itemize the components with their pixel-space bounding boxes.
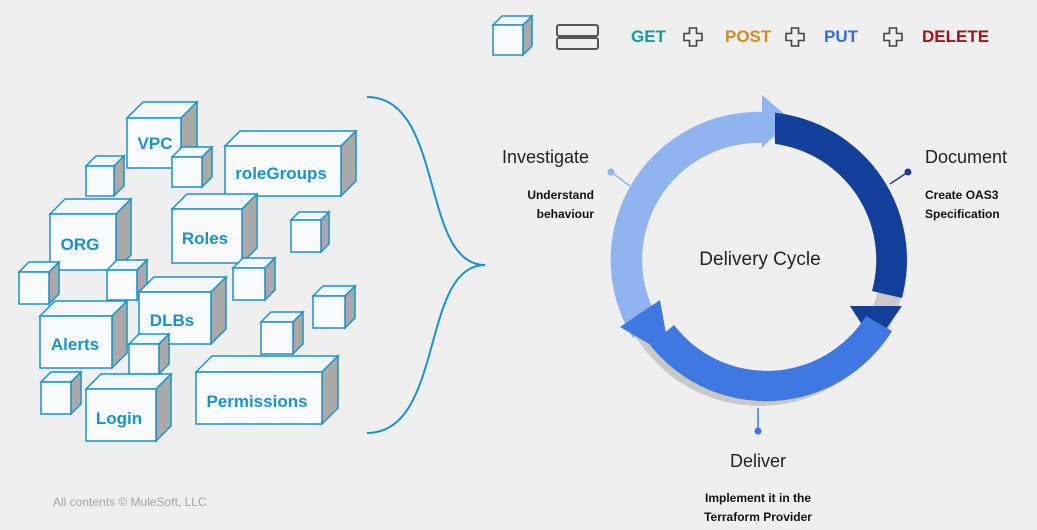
small-cube bbox=[17, 260, 61, 306]
small-cube bbox=[231, 256, 277, 302]
small-cube bbox=[289, 210, 331, 254]
cube-icon bbox=[491, 14, 534, 57]
resource-label-login: Login bbox=[95, 409, 143, 428]
stage-investigate-title: Investigate bbox=[502, 147, 590, 167]
resource-cube-login bbox=[84, 372, 173, 443]
method-get: GET bbox=[631, 27, 666, 46]
resource-cube-permissions bbox=[194, 354, 340, 426]
cube-icon bbox=[491, 14, 534, 57]
resource-label-alerts: Alerts bbox=[50, 335, 100, 354]
deliver-connector bbox=[754, 408, 762, 435]
delivery-cycle-ring bbox=[610, 95, 907, 406]
resource-label-rolegroups: roleGroups bbox=[235, 164, 327, 183]
small-cube bbox=[311, 284, 357, 330]
resource-label-roles: Roles bbox=[181, 229, 229, 248]
resource-cube-alerts bbox=[38, 299, 129, 370]
stage-document-desc-line: Create OAS3 bbox=[925, 188, 999, 202]
stage-deliver-desc-line: Implement it in the bbox=[704, 491, 811, 505]
small-cube bbox=[170, 145, 214, 189]
resource-cube-org bbox=[48, 197, 133, 272]
small-cube bbox=[84, 154, 126, 198]
resource-cubes bbox=[17, 100, 358, 443]
cycle-center-label: Delivery Cycle bbox=[699, 249, 821, 270]
stage-investigate-desc-line: behaviour bbox=[536, 207, 594, 221]
method-delete: DELETE bbox=[922, 27, 990, 46]
small-cube bbox=[259, 310, 305, 356]
resource-label-vpc: VPC bbox=[137, 134, 173, 153]
document-connector bbox=[889, 168, 912, 185]
method-put: PUT bbox=[824, 27, 858, 46]
stage-investigate-desc: Understand behaviour bbox=[490, 186, 594, 224]
plus-outline-icon bbox=[683, 27, 703, 47]
investigate-connector bbox=[607, 168, 631, 187]
stage-investigate-desc-line: Understand bbox=[527, 188, 594, 202]
stage-document-desc-line: Specification bbox=[925, 207, 1000, 221]
stack-icon bbox=[556, 24, 599, 50]
stage-deliver-title: Deliver bbox=[729, 451, 786, 471]
method-post: POST bbox=[725, 27, 772, 46]
plus-outline-icon bbox=[785, 27, 805, 47]
resource-cube-roles bbox=[170, 192, 259, 265]
small-cube bbox=[127, 332, 171, 376]
plus-outline-icon bbox=[883, 27, 903, 47]
resource-label-permissions: Permissions bbox=[206, 392, 308, 411]
curly-brace bbox=[366, 96, 486, 434]
footer-copyright: All contents © MuleSoft, LLC bbox=[53, 495, 207, 509]
resource-label-dlbs: DLBs bbox=[149, 311, 195, 330]
small-cube bbox=[105, 258, 149, 302]
small-cube bbox=[39, 370, 83, 416]
resource-label-org: ORG bbox=[60, 235, 100, 254]
stage-document-desc: Create OAS3 Specification bbox=[925, 186, 1030, 224]
stage-document-title: Document bbox=[925, 147, 1008, 167]
resource-cube-rolegroups bbox=[223, 129, 358, 198]
stage-deliver-desc-line: Terraform Provider bbox=[704, 510, 812, 524]
stage-deliver-desc: Implement it in the Terraform Provider bbox=[678, 489, 838, 527]
